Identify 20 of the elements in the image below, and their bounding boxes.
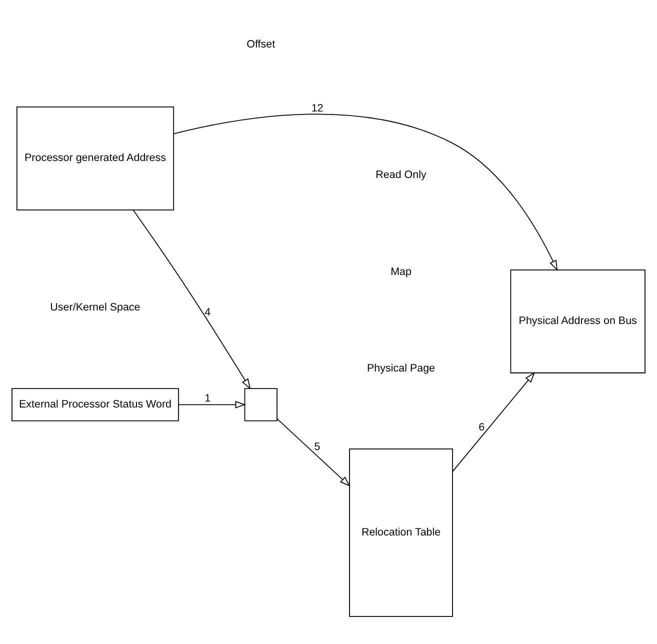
edge-label: 12 (311, 102, 324, 114)
label: Map (390, 265, 412, 278)
node-box: Physical Address on Bus (510, 268, 646, 373)
arrow (178, 400, 246, 408)
node-box: External Processor Status Word (12, 388, 179, 421)
label: User/Kernel Space (50, 301, 140, 314)
arrow (452, 372, 536, 472)
edge-label: 6 (478, 420, 485, 433)
arrow (132, 209, 251, 389)
label: Physical Page (367, 362, 436, 374)
edge-label: 4 (204, 306, 211, 318)
arrow (173, 113, 558, 270)
label: Offset (246, 38, 276, 50)
node-box (244, 388, 278, 421)
arrow (276, 418, 350, 486)
edge-label: 5 (314, 440, 320, 452)
node-box: Relocation Table (349, 448, 453, 616)
edge-label: 1 (204, 392, 211, 404)
node-box: Processor generated Address (16, 106, 174, 210)
label: Read Only (376, 168, 426, 181)
